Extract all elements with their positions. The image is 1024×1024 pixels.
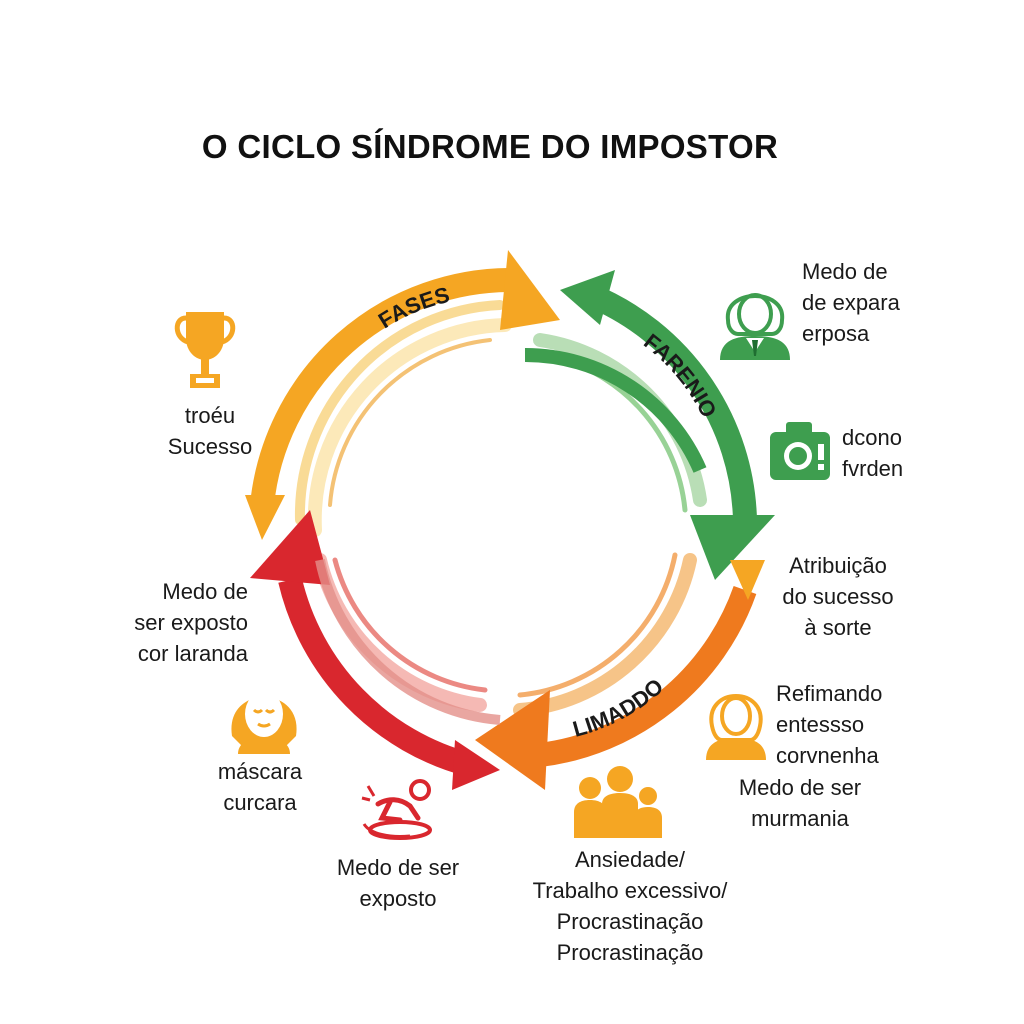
person-avatar-icon xyxy=(720,293,790,360)
medo-murmania-label: Medo de ser murmania xyxy=(738,775,862,831)
inner-swirls xyxy=(294,300,707,717)
green-arrow xyxy=(524,270,775,580)
medo-exposto-bottom-label: Medo de ser exposto xyxy=(336,855,460,911)
family-icon xyxy=(574,766,662,838)
anxiety-label: Ansiedade/ Trabalho excessivo/ Procrasti… xyxy=(532,847,728,965)
camera-icon xyxy=(770,422,830,480)
person-fallen-icon xyxy=(361,779,432,840)
medo-exposto-left-label: Medo de ser exposto cor laranda xyxy=(134,579,248,666)
orange-arrow xyxy=(245,250,560,540)
refimando-label: Refimando entessso corvnenha xyxy=(776,681,883,768)
medo-expara-label: Medo de de expara erposa xyxy=(802,259,900,346)
trophy-icon xyxy=(174,312,236,388)
woman-avatar-icon xyxy=(706,694,766,760)
deep-orange-arrow xyxy=(475,560,765,790)
diagram-title: O CICLO SÍNDROME DO IMPOSTOR xyxy=(201,128,779,165)
red-arrow xyxy=(250,510,501,790)
woman-face-icon xyxy=(231,691,297,754)
mascara-label: máscara curcara xyxy=(217,759,303,815)
attribution-label: Atribuição do sucesso à sorte xyxy=(782,553,894,640)
camera-label: dcono fvrden xyxy=(842,425,904,481)
trophy-label: troéu Sucesso xyxy=(167,403,253,459)
